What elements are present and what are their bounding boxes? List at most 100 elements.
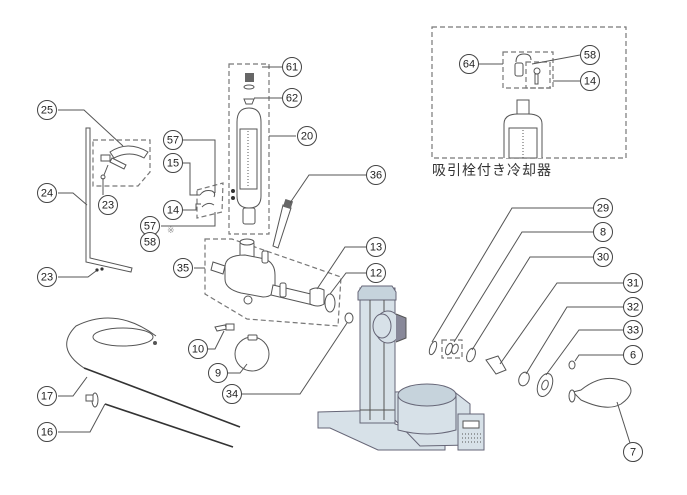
callout-circle (37, 100, 57, 120)
inset-condenser-with-stopcock (431, 26, 627, 159)
callout-number: 15 (167, 158, 179, 170)
callout-number: 6 (630, 350, 636, 362)
callout-29: 29 (593, 198, 613, 218)
stopcock-group: ※ (161, 139, 224, 236)
nut-icon (534, 73, 539, 85)
adapter-31-icon (485, 355, 507, 375)
callout-number: 58 (144, 237, 156, 249)
callout-number: 34 (226, 389, 238, 401)
callout-number: 31 (627, 278, 639, 290)
tower (359, 287, 396, 424)
callout-number: 58 (584, 50, 596, 62)
callout-15: 15 (163, 153, 183, 173)
feed-tube-icon (272, 204, 292, 249)
callout-58: 58 (140, 232, 160, 252)
callout-circle (37, 422, 57, 442)
callout-circle (580, 71, 600, 91)
feed-tube-36 (272, 174, 368, 249)
stopcock-knob-icon (533, 67, 541, 75)
vapor-duct-assembly (194, 238, 366, 327)
callout-layer: 6162203657151457582524232335131210934171… (37, 45, 643, 462)
seal-icon (243, 98, 255, 105)
cap-nut-13-icon (309, 287, 325, 307)
callout-number: 57 (144, 221, 156, 233)
callout-31: 31 (623, 273, 643, 293)
hook-tube-icon (515, 53, 532, 63)
cap-icon (245, 73, 254, 82)
callout-number: 10 (192, 344, 204, 356)
callout-30: 30 (593, 247, 613, 267)
condenser-joint (242, 207, 256, 225)
rotary-evaporator-main-unit (317, 285, 485, 451)
callout-number: 9 (215, 368, 221, 380)
callout-circle (37, 386, 57, 406)
ring-30-icon (466, 347, 476, 363)
nut-icon (201, 202, 215, 208)
callout-circle (623, 297, 643, 317)
callout-circle (593, 247, 613, 267)
callout-23: 23 (98, 195, 118, 215)
callout-number: 36 (370, 170, 382, 182)
callout-circle (366, 263, 386, 283)
packing-12-icon (324, 293, 336, 313)
receiving-flask-icon (234, 336, 270, 372)
callout-36: 36 (366, 165, 386, 185)
callout-24: 24 (37, 183, 57, 203)
feed-tube-short (104, 403, 234, 448)
callout-12: 12 (366, 263, 386, 283)
callout-number: 62 (286, 93, 298, 105)
callout-number: 32 (627, 302, 639, 314)
clamp-screw-icon (100, 154, 111, 162)
callout-62: 62 (282, 88, 302, 108)
callout-number: 17 (41, 391, 53, 403)
rotor-parts (428, 207, 632, 444)
callout-number: 61 (286, 62, 298, 74)
callout-circle (163, 200, 183, 220)
feed-tubes (58, 317, 241, 448)
callout-33: 33 (623, 320, 643, 340)
callout-number: 14 (167, 205, 179, 217)
callout-35: 35 (173, 258, 193, 278)
callout-circle (188, 339, 208, 359)
callout-number: 20 (301, 131, 313, 143)
callout-6: 6 (623, 345, 643, 365)
callout-20: 20 (297, 126, 317, 146)
callout-circle (459, 54, 479, 74)
condenser-assembly (228, 63, 296, 235)
callout-number: 33 (627, 325, 639, 337)
callout-circle (593, 222, 613, 242)
callout-17: 17 (37, 386, 57, 406)
callout-circle (173, 258, 193, 278)
inset-caption: 吸引栓付き冷却器 (432, 163, 552, 179)
callout-number: 24 (41, 188, 53, 200)
callout-34: 34 (222, 384, 242, 404)
callout-57: 57 (140, 216, 160, 236)
callout-7: 7 (623, 442, 643, 462)
callout-25: 25 (37, 100, 57, 120)
callout-circle (163, 153, 183, 173)
callout-circle (580, 45, 600, 65)
callout-circle (366, 165, 386, 185)
callout-number: 7 (630, 447, 636, 459)
callout-circle (282, 88, 302, 108)
condenser-neck (516, 99, 530, 115)
callout-13: 13 (366, 237, 386, 257)
callout-57: 57 (163, 130, 183, 150)
evaporating-flask-icon (572, 377, 632, 408)
callout-circle (623, 320, 643, 340)
hose-nipple-icon (199, 190, 216, 198)
callout-10: 10 (188, 339, 208, 359)
clamp-and-rod (58, 109, 151, 278)
callout-circle (37, 183, 57, 203)
support-rod-icon (85, 127, 133, 273)
callout-number: 64 (463, 59, 475, 71)
callout-number: 25 (41, 105, 53, 117)
callout-9: 9 (208, 363, 228, 383)
hose-loop (66, 317, 157, 369)
callout-circle (366, 237, 386, 257)
callout-number: 14 (584, 76, 596, 88)
drain-cock-icon (214, 324, 228, 332)
callout-64: 64 (459, 54, 479, 74)
clamp-icon (109, 145, 149, 159)
